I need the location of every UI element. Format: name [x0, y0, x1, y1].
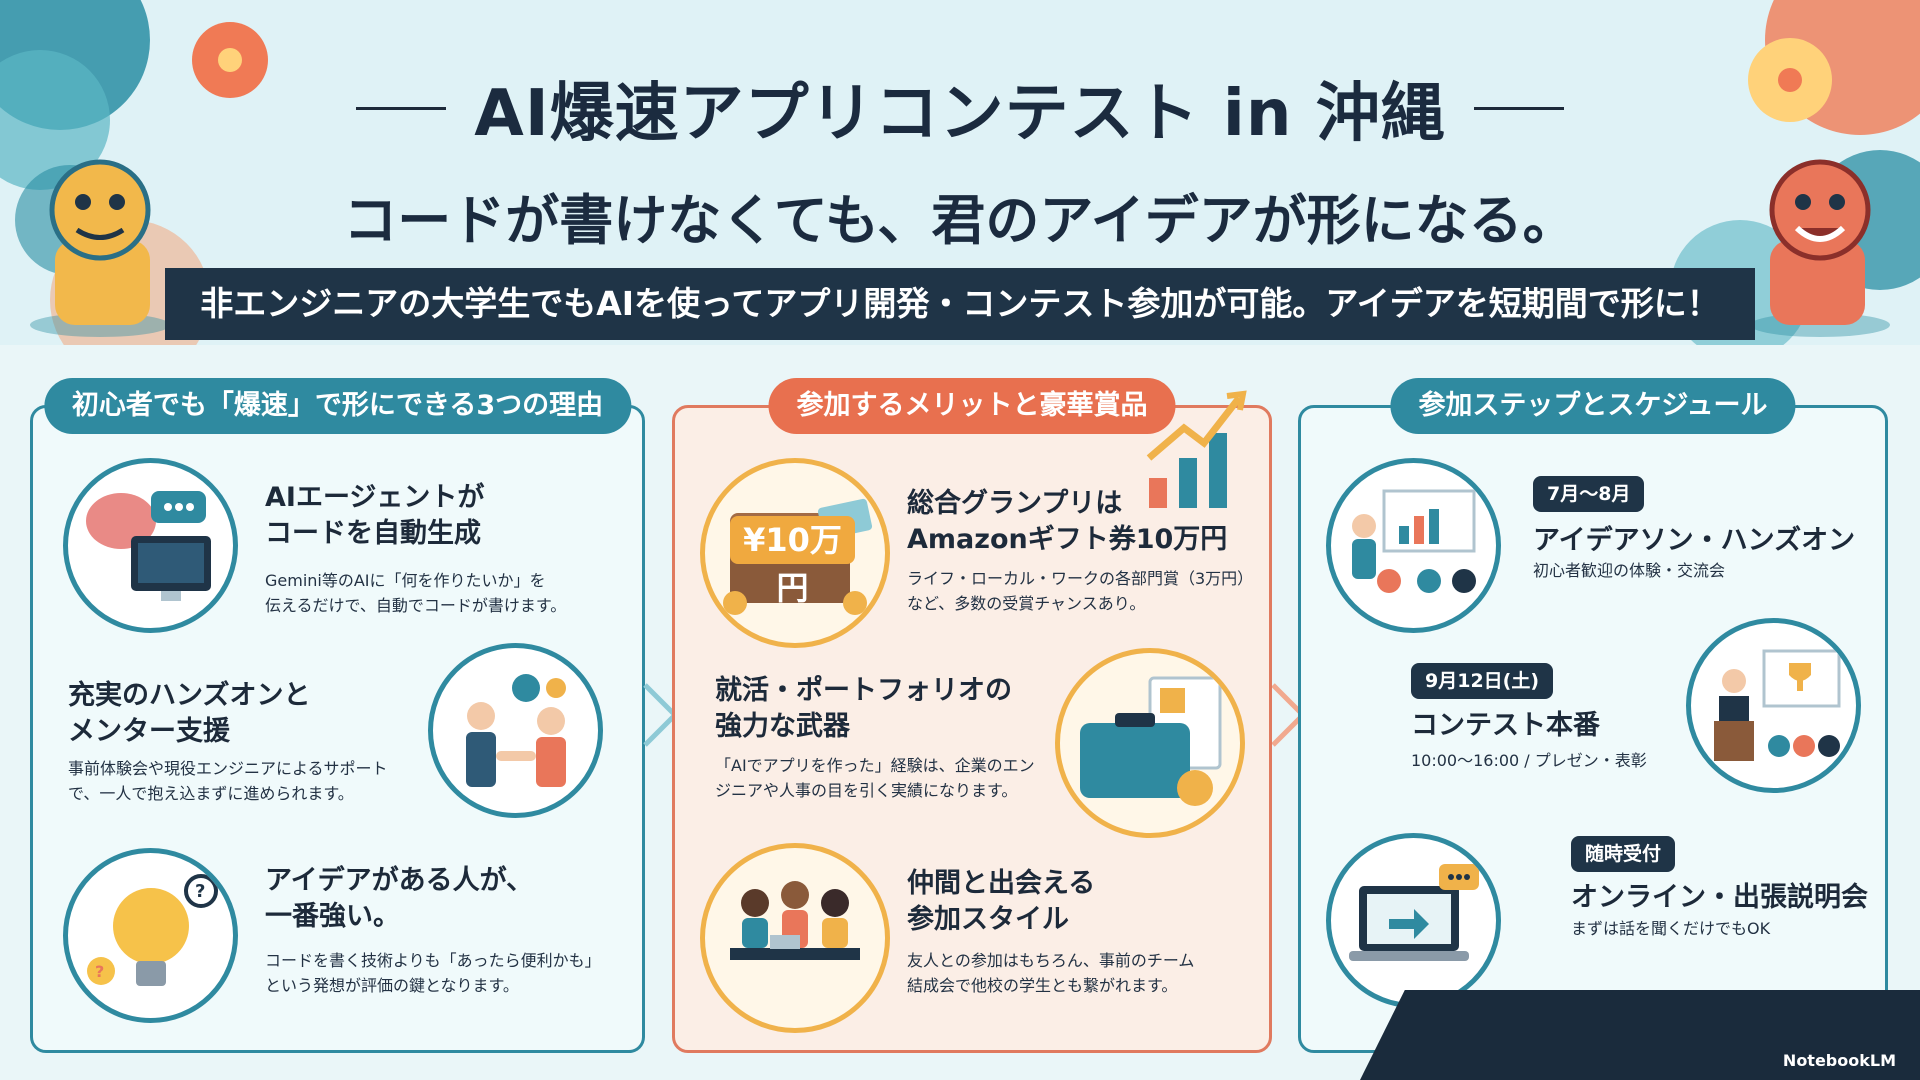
reason-1-desc: Gemini等のAIに「何を作りたいか」を伝えるだけで、自動でコードが書けます。: [265, 571, 567, 615]
notebooklm-logo: NotebookLM: [1782, 1051, 1896, 1070]
prize-amount-label: ¥10万円: [730, 516, 855, 607]
benefit-1-desc: ライフ・ローカル・ワークの各部門賞（3万円）など、多数の受賞チャンスあり。: [907, 569, 1254, 613]
schedule-heading: 参加ステップとスケジュール: [1390, 378, 1796, 434]
team-meeting-icon: [700, 843, 890, 1033]
reasons-panel: 初心者でも「爆速」で形にできる3つの理由 AIエージェントがコードを自動生成 G…: [30, 378, 645, 1053]
step-2-desc: 10:00〜16:00 / プレゼン・表彰: [1411, 751, 1647, 770]
briefcase-portfolio-icon: [1055, 648, 1245, 838]
shisa-lion-icon: [30, 159, 170, 337]
step-3-title: オンライン・出張説明会: [1571, 882, 1868, 913]
ai-brain-computer-icon: [63, 458, 238, 633]
title-rule-right: [1473, 106, 1564, 110]
online-session-laptop-icon: [1326, 833, 1501, 1008]
award-ceremony-icon: [1686, 618, 1861, 793]
svg-text:?: ?: [95, 962, 104, 981]
svg-text:?: ?: [195, 881, 205, 902]
benefit-2-title: 就活・ポートフォリオの強力な武器: [715, 675, 1012, 742]
title-block: AI爆速アプリコンテスト in 沖縄 コードが書けなくても、君のアイデアが形にな…: [320, 62, 1600, 255]
shisa-lion-icon: [1750, 159, 1890, 337]
step-3-date-badge: 随時受付: [1571, 836, 1676, 872]
handshake-support-icon: [428, 643, 603, 818]
summary-banner: 非エンジニアの大学生でもAIを使ってアプリ開発・コンテスト参加が可能。アイデアを…: [165, 268, 1755, 340]
growth-chart-icon: [1146, 390, 1247, 508]
benefits-heading: 参加するメリットと豪華賞品: [768, 378, 1176, 434]
benefit-3-title: 仲間と出会える参加スタイル: [907, 868, 1096, 935]
benefit-3-desc: 友人との参加はもちろん、事前のチーム結成会で他校の学生とも繋がれます。: [907, 951, 1195, 995]
step-1-desc: 初心者歓迎の体験・交流会: [1533, 561, 1726, 580]
step-1-date-badge: 7月〜8月: [1533, 476, 1645, 512]
step-3-desc: まずは話を聞くだけでもOK: [1571, 919, 1771, 938]
footer-dark-shape: [1360, 990, 1920, 1080]
title-rule-left: [356, 106, 447, 110]
page-title: AI爆速アプリコンテスト in 沖縄: [474, 77, 1446, 151]
schedule-panel: 参加ステップとスケジュール 7月〜8月 アイデアソン・ハンズオン 初心者歓迎の体…: [1298, 378, 1888, 1053]
header: AI爆速アプリコンテスト in 沖縄 コードが書けなくても、君のアイデアが形にな…: [0, 0, 1920, 345]
step-2-date-badge: 9月12日(土): [1411, 663, 1554, 699]
reasons-heading: 初心者でも「爆速」で形にできる3つの理由: [43, 378, 632, 434]
reason-2-desc: 事前体験会や現役エンジニアによるサポートで、一人で抱え込まずに進められます。: [68, 759, 388, 803]
benefit-2-desc: 「AIでアプリを作った」経験は、企業のエンジニアや人事の目を引く実績になります。: [715, 756, 1035, 800]
page-subtitle: コードが書けなくても、君のアイデアが形になる。: [343, 189, 1577, 252]
step-2-title: コンテスト本番: [1411, 710, 1600, 741]
lightbulb-idea-icon: ? ?: [63, 848, 238, 1023]
reason-3-desc: コードを書く技術よりも「あったら便利かも」という発想が評価の鍵となります。: [265, 951, 601, 995]
step-1-title: アイデアソン・ハンズオン: [1533, 525, 1856, 556]
reason-3-title: アイデアがある人が、一番強い。: [265, 865, 534, 932]
presentation-workshop-icon: [1326, 458, 1501, 633]
reason-2-title: 充実のハンズオンとメンター支援: [68, 680, 311, 747]
reason-1-title: AIエージェントがコードを自動生成: [265, 482, 485, 549]
